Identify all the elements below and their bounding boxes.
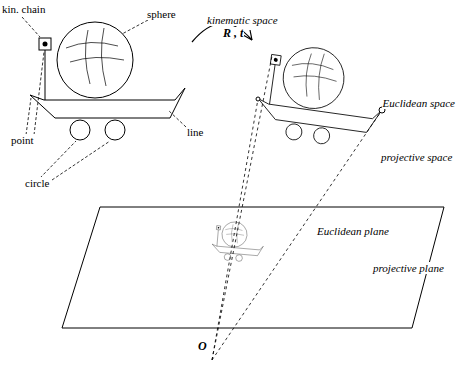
part-label: kin. chain xyxy=(1,3,46,15)
space-label: Euclidean plane xyxy=(316,225,390,237)
leader-lines xyxy=(22,17,186,180)
space-label: projective space xyxy=(380,151,453,163)
projective-plane xyxy=(62,207,444,328)
transform-label: R , t xyxy=(222,27,244,40)
motion-arrow xyxy=(192,23,252,42)
object-projected xyxy=(211,220,265,263)
object-left xyxy=(30,22,185,140)
part-label: sphere xyxy=(146,8,177,20)
origin-label: O xyxy=(197,340,208,353)
object-right xyxy=(253,41,389,152)
space-label: projective plane xyxy=(372,262,445,274)
projection-rays xyxy=(212,56,382,360)
part-label: point xyxy=(10,134,35,146)
part-label: line xyxy=(186,126,205,138)
part-label: circle xyxy=(24,177,50,189)
space-label: Euclidean space xyxy=(382,97,456,109)
space-label: kinematic space xyxy=(206,14,279,26)
